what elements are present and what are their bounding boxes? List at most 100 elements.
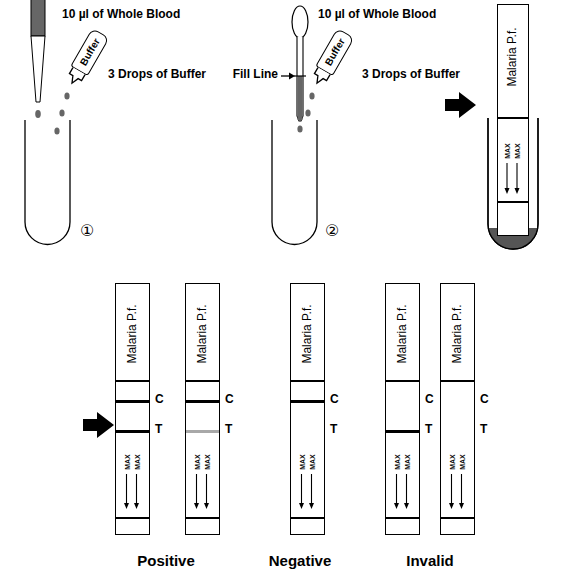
- blood-drop: [35, 110, 41, 118]
- max-mark: MAX: [514, 143, 522, 159]
- sample-line: [441, 517, 474, 519]
- test-band: [386, 430, 419, 433]
- bottle-nozzle-outline: [310, 68, 329, 87]
- max-mark: MAX: [448, 454, 456, 470]
- buffer-drop: [305, 109, 310, 116]
- sample-line: [291, 517, 324, 519]
- test-band: [116, 430, 149, 433]
- test-strip: Malaria P.f. MAXMAX: [290, 283, 325, 535]
- arrow-shaft: [516, 163, 517, 189]
- result-label: Negative: [269, 552, 332, 569]
- arrow-head: [134, 503, 139, 509]
- bottle-label: Buffer: [323, 36, 348, 67]
- dropper-bulb: [292, 6, 308, 38]
- max-mark: MAX: [393, 454, 401, 470]
- step-number: ①: [80, 222, 94, 240]
- test-tube: [25, 120, 70, 245]
- arrow-shaft: [206, 474, 207, 504]
- arrow-head: [204, 503, 209, 509]
- fill-line-arrowhead: [289, 73, 295, 80]
- bottle-nozzle: [308, 66, 332, 88]
- sample-line: [498, 201, 528, 203]
- control-line-label: C: [425, 393, 434, 407]
- step-arrow: [83, 412, 114, 438]
- test-strip: Malaria P.f. MAXMAX: [115, 283, 150, 535]
- window-line: [498, 117, 528, 119]
- test-band: [186, 430, 219, 433]
- strip-name: Malaria P.f.: [126, 304, 140, 363]
- arrow-head: [299, 503, 304, 509]
- test-tube: [272, 120, 317, 245]
- test-strip: Malaria P.f.MAXMAX: [440, 283, 475, 535]
- sample-line: [116, 517, 149, 519]
- arrow-shaft: [126, 474, 127, 504]
- bottle-nozzle: [63, 66, 87, 88]
- test-line-label: T: [480, 423, 487, 437]
- step-instruction: 3 Drops of Buffer: [108, 68, 206, 82]
- window-line: [441, 380, 474, 382]
- max-mark: MAX: [133, 454, 141, 470]
- step-instruction: 10 µl of Whole Blood: [62, 8, 180, 22]
- buffer-bottle: Buffer: [315, 28, 354, 76]
- result-label: Invalid: [406, 552, 454, 569]
- pipette-body: [31, 0, 45, 36]
- test-line-label: T: [425, 423, 432, 437]
- arrow-shaft: [311, 474, 312, 504]
- window-line: [386, 380, 419, 382]
- window-line: [291, 380, 324, 382]
- test-line-label: T: [330, 423, 337, 437]
- buffer-bottle: Buffer: [70, 28, 109, 76]
- arrow-head: [459, 503, 464, 509]
- arrow-shaft: [196, 474, 197, 504]
- arrow-head: [505, 188, 510, 194]
- arrow-head: [449, 503, 454, 509]
- buffer-drop: [54, 127, 59, 134]
- control-line-label: C: [480, 393, 489, 407]
- buffer-drop: [64, 92, 69, 99]
- max-mark: MAX: [298, 454, 306, 470]
- dropper-tube: [297, 37, 303, 121]
- sample-line: [386, 517, 419, 519]
- test-strip: Malaria P.f. MAXMAX: [185, 283, 220, 535]
- control-line-label: C: [155, 393, 164, 407]
- max-mark: MAX: [458, 454, 466, 470]
- control-band: [186, 400, 219, 403]
- arrow-head: [194, 503, 199, 509]
- fill-line-label: Fill Line: [233, 68, 278, 82]
- test-strip: Malaria P.f. MAXMAX: [385, 283, 420, 535]
- strip-name: Malaria P.f.: [196, 304, 210, 363]
- max-mark: MAX: [193, 454, 201, 470]
- fill-line-arrow: [281, 75, 290, 76]
- arrow-shaft: [451, 474, 452, 504]
- max-mark: MAX: [504, 143, 512, 159]
- max-mark: MAX: [403, 454, 411, 470]
- arrow-shaft: [461, 474, 462, 504]
- buffer-drop: [309, 92, 314, 99]
- strip-name: Malaria P.f.: [396, 304, 410, 363]
- step-instruction: 10 µl of Whole Blood: [318, 8, 436, 22]
- sample-line: [186, 517, 219, 519]
- dropper-blood: [298, 76, 303, 120]
- window-line: [116, 380, 149, 382]
- fill-line-mark: [294, 75, 306, 76]
- max-mark: MAX: [203, 454, 211, 470]
- strip-name: Malaria P.f.: [301, 304, 315, 363]
- arrow-shaft: [506, 163, 507, 189]
- max-mark: MAX: [123, 454, 131, 470]
- pipette-tip: [31, 36, 45, 102]
- step-instruction: 3 Drops of Buffer: [362, 68, 460, 82]
- window-line: [186, 380, 219, 382]
- arrow-shaft: [301, 474, 302, 504]
- max-mark: MAX: [308, 454, 316, 470]
- test-line-label: T: [155, 423, 162, 437]
- buffer-drop: [59, 109, 64, 116]
- control-line-label: C: [225, 393, 234, 407]
- arrow-shaft: [406, 474, 407, 504]
- control-band: [116, 400, 149, 403]
- arrow-head: [394, 503, 399, 509]
- arrow-head: [404, 503, 409, 509]
- control-band: [291, 400, 324, 403]
- arrow-head: [515, 188, 520, 194]
- step-arrow: [445, 92, 476, 118]
